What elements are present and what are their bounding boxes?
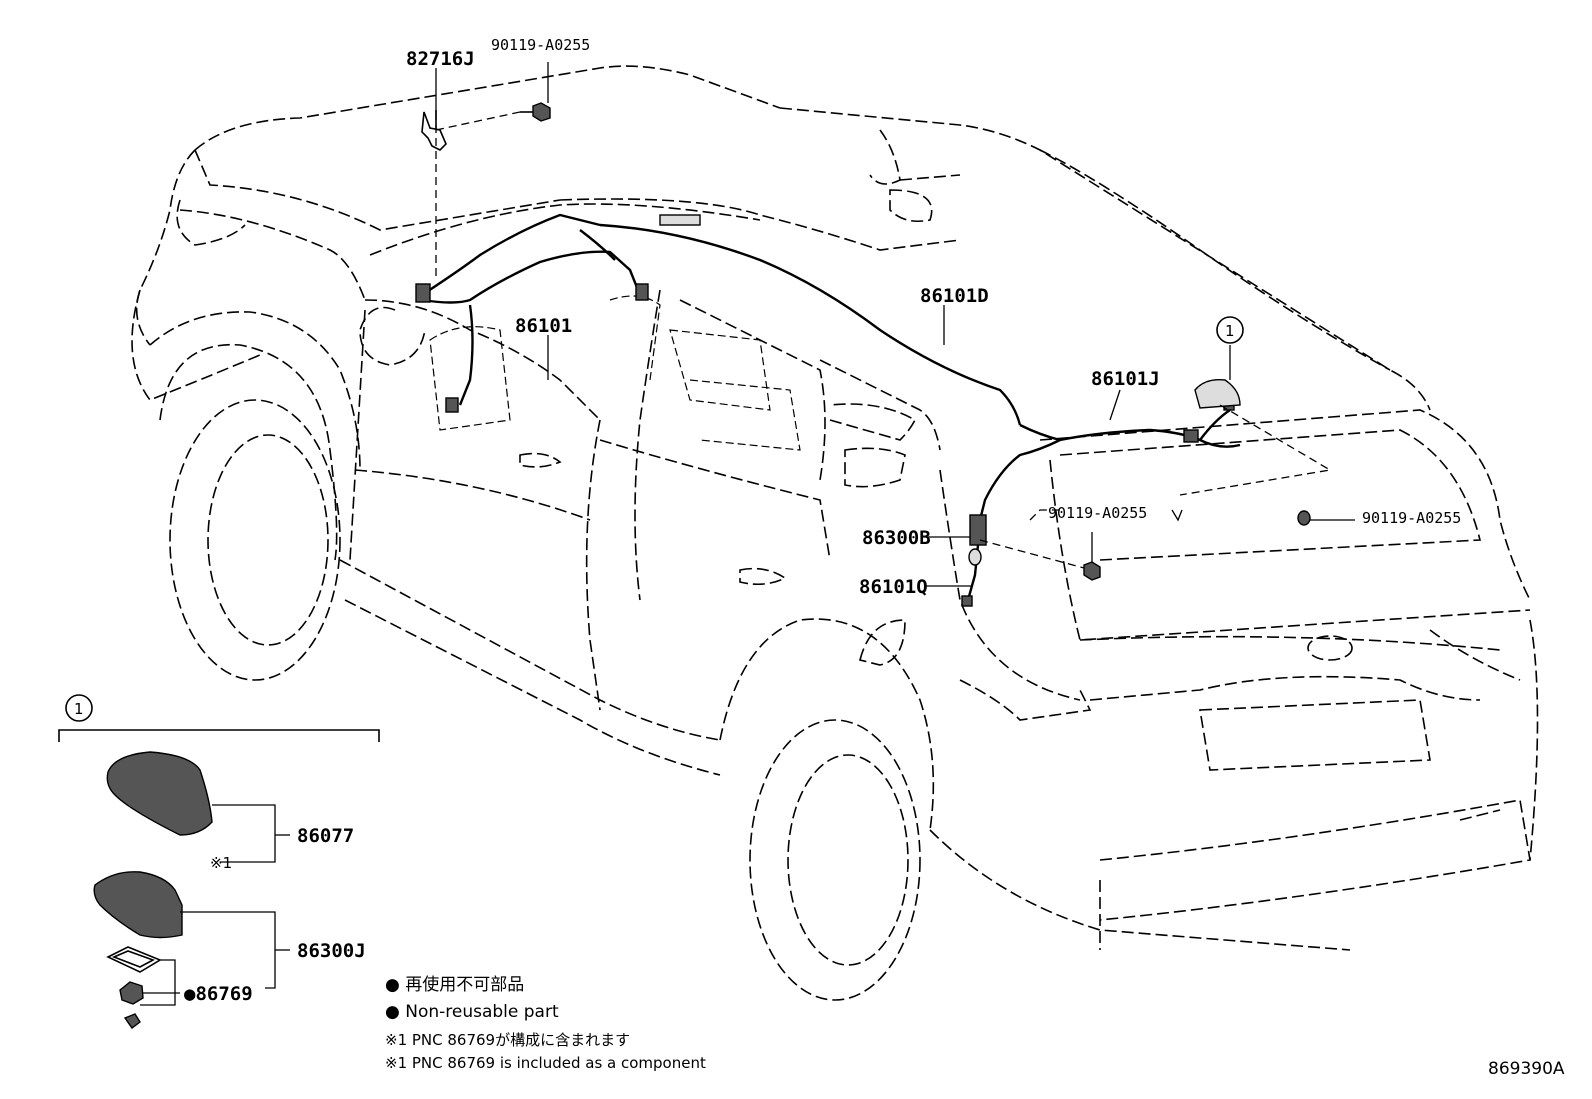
label-detail-marker: 1 <box>74 700 84 718</box>
bolt-top <box>520 102 551 122</box>
bolt-mid <box>1083 561 1101 581</box>
label-86769: ●86769 <box>184 983 253 1005</box>
screw <box>123 1013 141 1029</box>
roof-antenna-mount <box>1194 379 1241 409</box>
label-detail-ref: 1 <box>1225 322 1235 340</box>
label-86300b: 86300B <box>862 527 931 549</box>
label-bolt-top: 90119-A0255 <box>491 36 590 54</box>
callout-labels: 82716J 90119-A0255 86101 86101D 86101J 8… <box>406 36 1461 598</box>
detail-ref-circle <box>1216 316 1244 344</box>
legend-note-jp: ※1 PNC 86769が構成に含まれます <box>385 1031 630 1049</box>
leader-lines <box>435 62 1355 587</box>
label-bolt-right: 90119-A0255 <box>1362 509 1461 527</box>
label-82716j: 82716J <box>406 48 475 70</box>
legend: ● 再使用不可部品 ● Non-reusable part ※1 PNC 867… <box>385 974 706 1072</box>
detail-view: 1 86077 ※1 86300J ●86769 <box>58 694 380 1029</box>
label-86077: 86077 <box>297 825 354 847</box>
label-86101j: 86101J <box>1091 368 1160 390</box>
legend-note-en: ※1 PNC 86769 is included as a component <box>385 1054 706 1072</box>
legend-nonreusable-en: ● Non-reusable part <box>385 1002 559 1022</box>
legend-nonreusable-jp: ● 再使用不可部品 <box>385 974 524 995</box>
antenna-cover <box>106 751 213 836</box>
vehicle-outline <box>131 65 1539 1001</box>
label-86300j: 86300J <box>297 940 366 962</box>
bracket-82716j <box>421 110 447 151</box>
figure-id: 869390A <box>1488 1059 1565 1079</box>
bolt-right <box>1297 510 1311 526</box>
label-bolt-mid: 90119-A0255 <box>1048 504 1147 522</box>
label-86101: 86101 <box>515 315 572 337</box>
antenna-wire-harness <box>415 213 1241 607</box>
antenna-base <box>93 871 183 939</box>
label-cover-note: ※1 <box>210 854 232 872</box>
nut-86769 <box>119 981 144 1005</box>
detail-marker-circle <box>65 694 93 722</box>
label-86101d: 86101D <box>920 285 989 307</box>
label-86101q: 86101Q <box>859 576 928 598</box>
